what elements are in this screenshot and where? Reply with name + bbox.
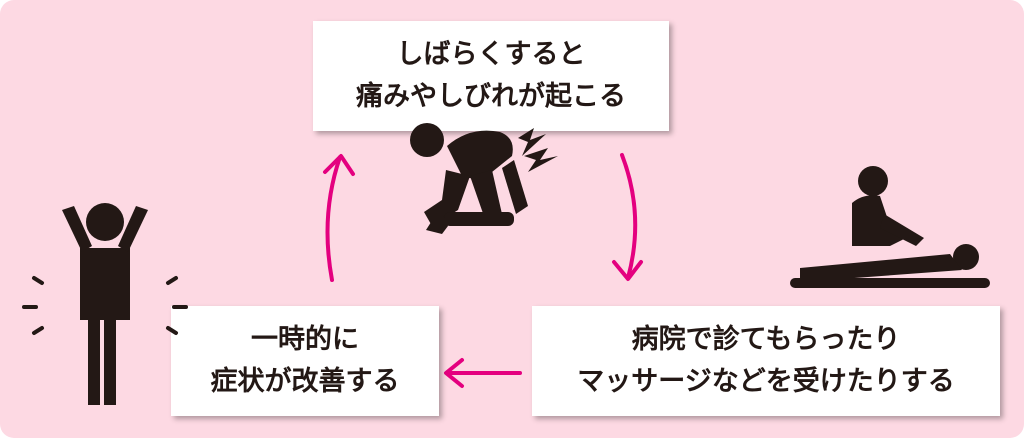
sparkle-marks <box>22 276 188 335</box>
back-pain-kneeling-person-icon <box>410 123 558 234</box>
step-pain-occurs-line2: 痛みやしびれが起こる <box>356 81 626 112</box>
step-relief-line1: 一時的に <box>251 324 359 355</box>
arrow-left-to-top <box>323 154 355 282</box>
step-pain-occurs-box: しばらくすると 痛みやしびれが起こる <box>313 21 669 131</box>
step-temporary-relief-box: 一時的に 症状が改善する <box>171 306 439 416</box>
arrow-right-to-left <box>444 358 522 388</box>
step-treatment-line2: マッサージなどを受けたりする <box>577 366 955 397</box>
step-relief-line2: 症状が改善する <box>210 366 400 397</box>
step-treatment-line1: 病院で診てもらったり <box>631 324 901 355</box>
massage-therapy-icon <box>790 166 990 288</box>
step-treatment-box: 病院で診てもらったり マッサージなどを受けたりする <box>532 306 1000 416</box>
step-pain-occurs-line1: しばらくすると <box>396 39 586 70</box>
arrow-top-to-right <box>612 153 643 281</box>
arms-raised-happy-person-icon <box>62 203 148 405</box>
